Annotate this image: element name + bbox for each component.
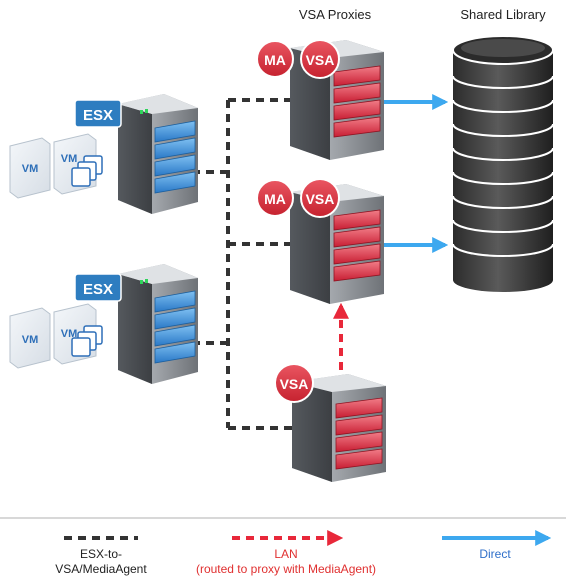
ma-badge-label: MA (264, 52, 286, 68)
vsa-badge: VSA (274, 363, 314, 403)
legend-esx-label-line1: ESX-to- (80, 547, 122, 561)
server-icon (118, 94, 198, 214)
vsa-badge: VSA (300, 178, 340, 218)
esx-host-2: VM VM ESX (9, 264, 198, 384)
vm-label: VM (61, 153, 78, 165)
vsa-proxy-3: VSA (274, 363, 386, 482)
esx-badge-label: ESX (83, 281, 113, 298)
ma-badge: MA (256, 40, 294, 78)
vm-label: VM (22, 334, 39, 346)
vsa-proxy-2: MA VSA (256, 178, 384, 304)
legend-direct: Direct (442, 530, 552, 561)
server-icon (118, 264, 198, 384)
vm-label: VM (22, 163, 39, 175)
legend-direct-label: Direct (479, 547, 511, 561)
vm-label: VM (61, 328, 78, 340)
server-icon (292, 374, 386, 482)
legend-lan: LAN (routed to proxy with MediaAgent) (196, 530, 376, 576)
ma-badge-label: MA (264, 191, 286, 207)
vsa-badge-label: VSA (306, 191, 335, 207)
vmware-logo-icon (71, 155, 103, 187)
legend-esx-label-line2: VSA/MediaAgent (55, 562, 147, 576)
esx-badge-label: ESX (83, 107, 113, 124)
vmware-logo-icon (71, 325, 103, 357)
vm-box: VM (9, 307, 51, 369)
vsa-proxies-header: VSA Proxies (299, 7, 372, 22)
ma-badge: MA (256, 179, 294, 217)
esx-badge: ESX (74, 273, 122, 302)
legend-lan-label-line2: (routed to proxy with MediaAgent) (196, 562, 376, 576)
vm-box: VM (9, 137, 51, 199)
esx-host-1: VM VM ESX (9, 94, 198, 214)
shared-library-drum (452, 35, 554, 292)
vsa-proxy-1: MA VSA (256, 39, 384, 160)
vsa-badge-label: VSA (306, 52, 335, 68)
shared-library-header: Shared Library (460, 7, 546, 22)
vsa-badge: VSA (300, 39, 340, 79)
vsa-badge-label: VSA (280, 376, 309, 392)
esx-badge: ESX (74, 99, 122, 128)
legend-esx-to-vsa: ESX-to- VSA/MediaAgent (55, 536, 147, 576)
legend-lan-label-line1: LAN (274, 547, 297, 561)
